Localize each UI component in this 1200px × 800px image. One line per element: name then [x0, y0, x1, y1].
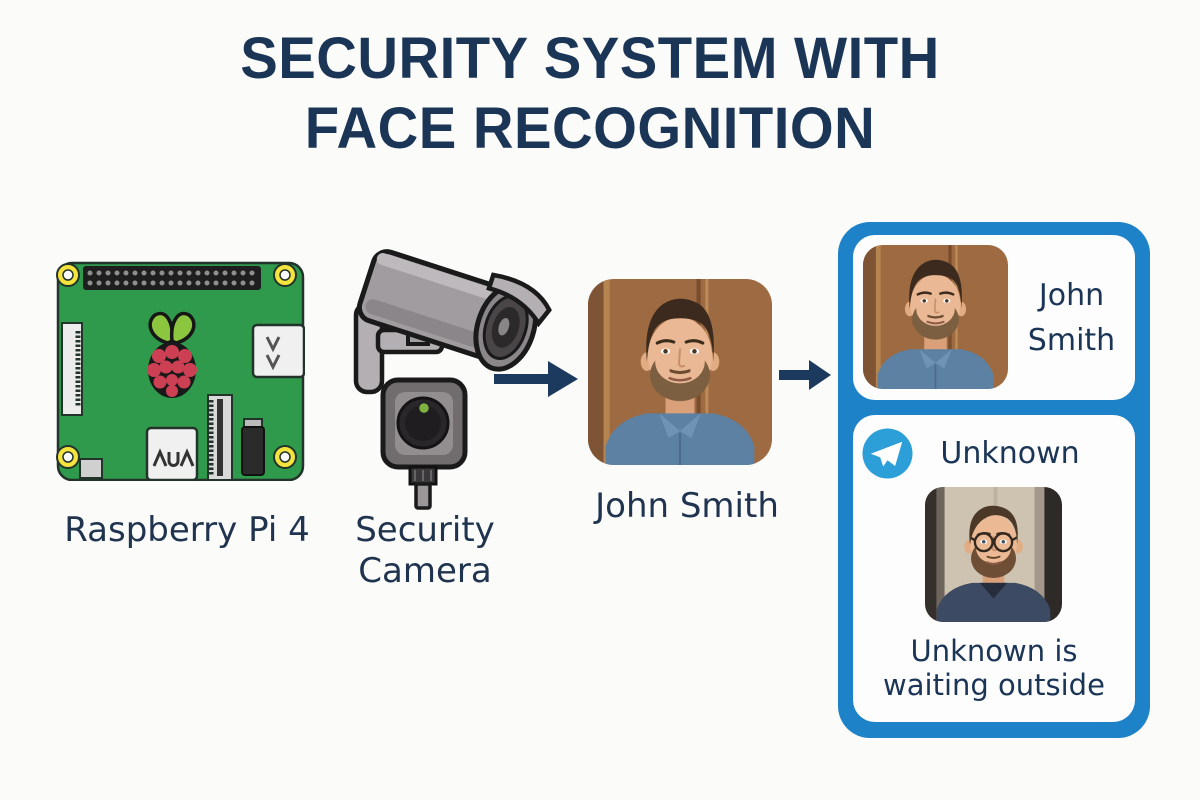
gpio-pins: [87, 270, 255, 286]
known-person-card: John Smith: [853, 235, 1135, 400]
usb-port-bottom: [145, 426, 199, 481]
raspberry-logo: [147, 311, 197, 398]
raspberry-pi-illustration: [56, 261, 305, 481]
page-title-line1: SECURITY SYSTEM WITH: [240, 26, 940, 91]
usb-port-right: [251, 323, 305, 379]
known-person-photo: [863, 245, 1008, 389]
page-title: SECURITY SYSTEM WITH FACE RECOGNITION: [18, 24, 1163, 163]
john-smith-label: John Smith: [595, 486, 779, 526]
recognition-result-panel: John Smith Unknown Unknown is waiting ou…: [838, 222, 1150, 738]
unknown-person-photo: [925, 487, 1062, 622]
page-title-line2: FACE RECOGNITION: [304, 95, 876, 161]
security-camera-illustration: [353, 249, 552, 510]
unknown-person-card: Unknown Unknown is waiting outside: [853, 415, 1135, 722]
board-tab: [79, 458, 103, 479]
component-bottom-right: [241, 418, 265, 476]
arrow-right-icon: [494, 361, 578, 397]
arrow-right-icon: [779, 360, 831, 390]
pin-header-bottom: [207, 394, 233, 481]
john-smith-photo: [588, 279, 772, 465]
mounting-holes: [56, 263, 297, 469]
bullet-camera: [356, 249, 552, 372]
known-person-name: John Smith: [1027, 277, 1116, 358]
unknown-card-title: Unknown: [940, 436, 1080, 471]
raspberry-pi-label: Raspberry Pi 4: [64, 510, 310, 550]
security-camera-label: Security Camera: [355, 510, 495, 592]
telegram-icon: [862, 428, 913, 479]
unknown-card-message: Unknown is waiting outside: [883, 634, 1105, 702]
cube-camera: [380, 377, 468, 510]
